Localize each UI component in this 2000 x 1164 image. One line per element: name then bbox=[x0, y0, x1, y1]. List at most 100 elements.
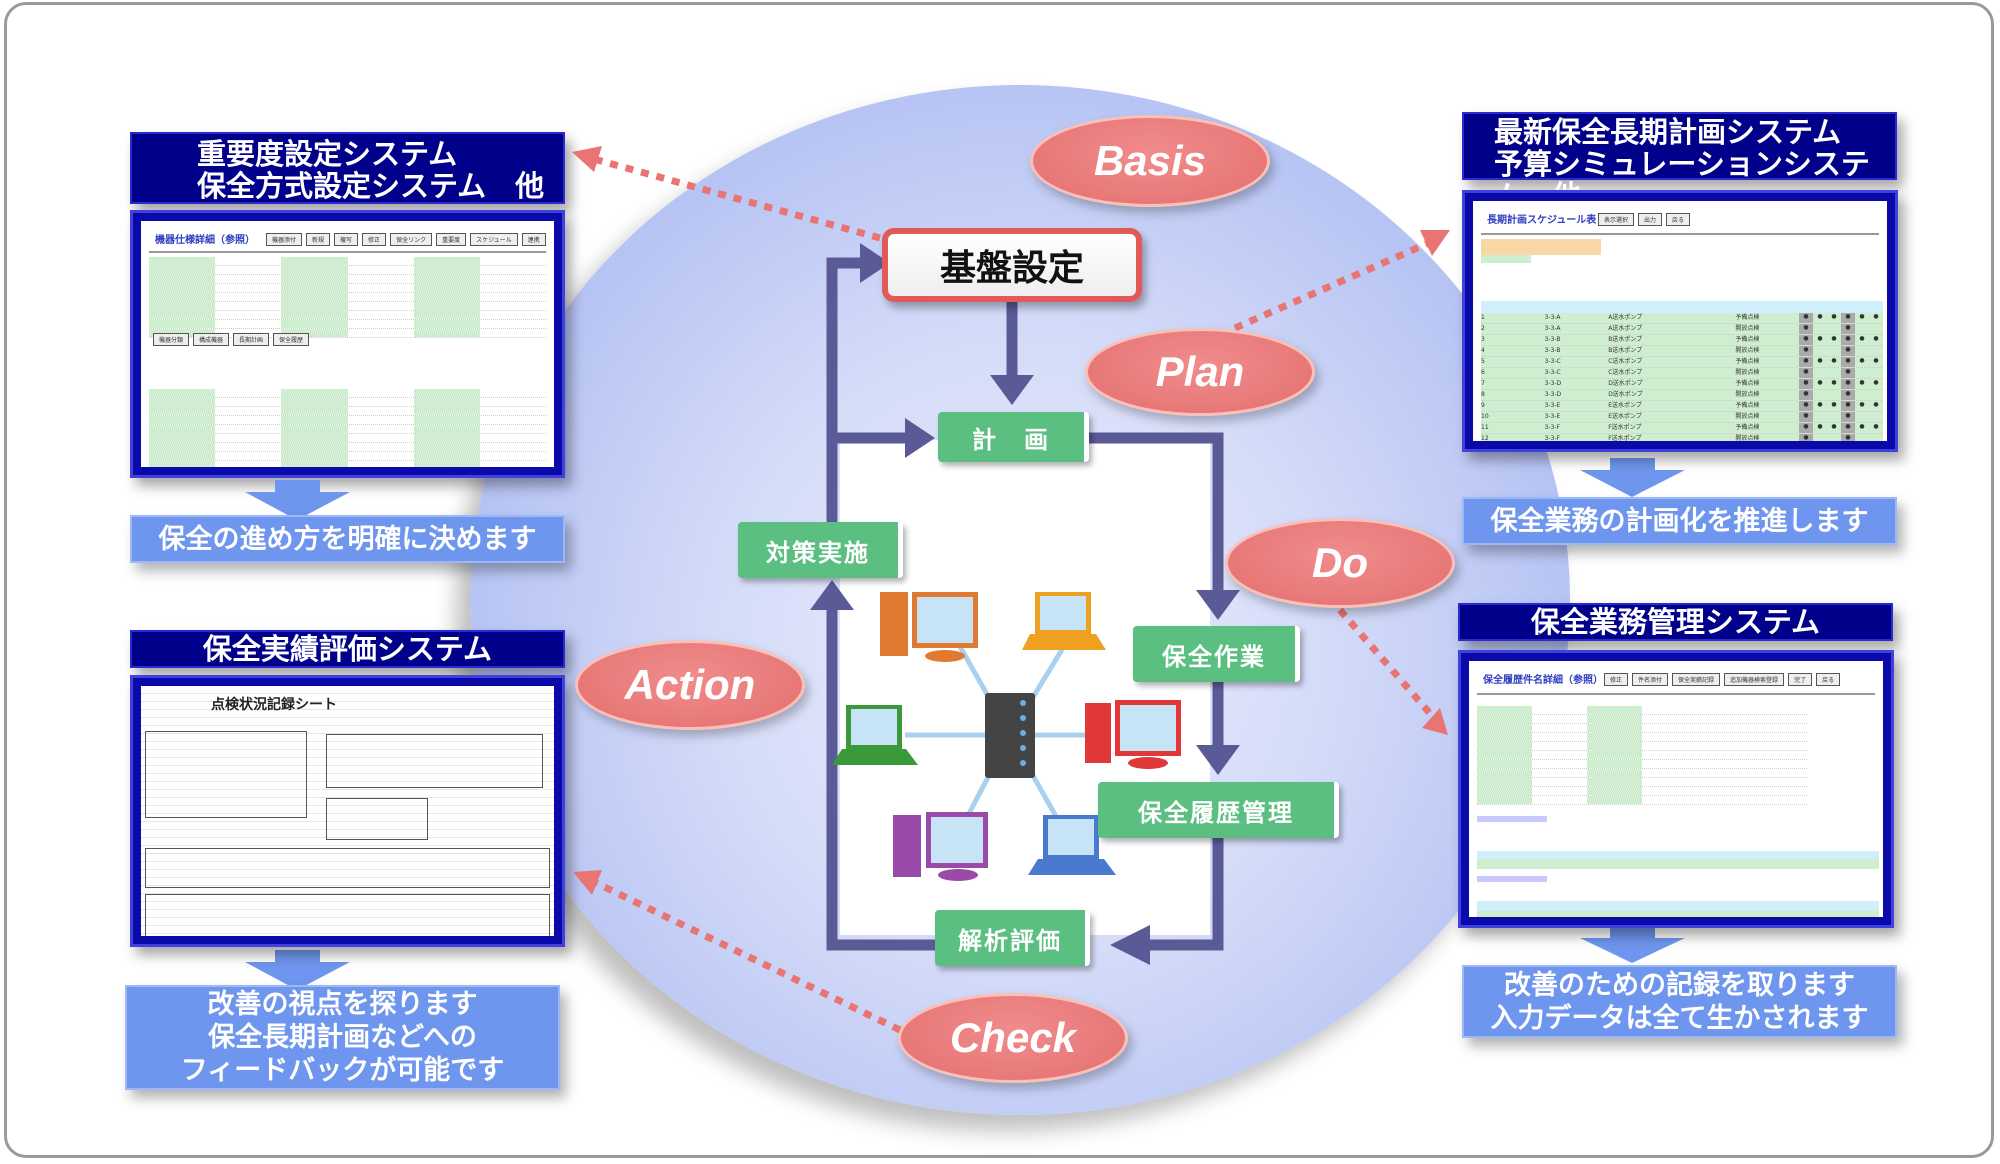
spec-grid bbox=[149, 257, 546, 338]
grid-row bbox=[1477, 706, 1807, 715]
screen-button[interactable]: 戻る bbox=[1816, 673, 1841, 686]
evaluation-notes bbox=[145, 848, 550, 888]
screen-tab[interactable]: 機器分類 bbox=[153, 333, 190, 346]
inspection-sheet-screenshot: 点検状況記録シート bbox=[130, 675, 565, 947]
phase-label: Do bbox=[1312, 539, 1368, 586]
desktop-pc-icon bbox=[893, 812, 988, 881]
analysis-to-measure-line bbox=[826, 600, 940, 951]
step-history-management: 保全履歴管理 bbox=[1098, 782, 1339, 838]
phase-basis: Basis bbox=[1030, 115, 1270, 207]
plan-connector bbox=[1233, 234, 1442, 332]
grid-row bbox=[1477, 751, 1807, 760]
title-line: 最新保全長期計画システム bbox=[1494, 115, 1842, 149]
sheet-title: 点検状況記録シート bbox=[211, 697, 337, 713]
grid-row bbox=[1477, 760, 1807, 769]
screen-title: 機器仕様詳細（参照） bbox=[155, 235, 255, 246]
desktop-pc-icon bbox=[1085, 700, 1181, 769]
grid-row bbox=[149, 302, 546, 311]
grid-row bbox=[149, 443, 546, 452]
grid-row bbox=[1477, 769, 1807, 778]
description-text: 入力データは全て生かされます bbox=[1490, 1002, 1869, 1034]
equipment-spec-screenshot: 機器仕様詳細（参照） 機器添付新規複写修正保全リンク重要度スケジュール連携 機器… bbox=[130, 210, 565, 478]
arrowhead-icon bbox=[573, 870, 602, 895]
arrowhead-icon bbox=[1420, 230, 1450, 256]
screen-tab[interactable]: 保全履歴 bbox=[273, 333, 310, 346]
history-grid bbox=[1477, 706, 1807, 805]
grid-row bbox=[149, 452, 546, 461]
grid-row bbox=[149, 416, 546, 425]
title-line: 保全方式設定システム 他 bbox=[197, 169, 545, 203]
arrowhead-icon bbox=[905, 418, 935, 458]
step-label: 対策実施 bbox=[766, 538, 870, 567]
description-text: フィードバックが可能です bbox=[180, 1055, 505, 1086]
screen-button[interactable]: 複写 bbox=[334, 233, 359, 246]
arrowhead-icon bbox=[572, 146, 602, 172]
step-label: 解析評価 bbox=[958, 926, 1062, 955]
arrowhead-icon bbox=[1196, 590, 1240, 620]
screen-button[interactable]: 表示選択 bbox=[1598, 213, 1635, 226]
right-top-description: 保全業務の計画化を推進します bbox=[1462, 497, 1897, 545]
check-connector bbox=[588, 876, 902, 1034]
do-connector bbox=[1337, 607, 1443, 728]
history-to-analysis-line bbox=[1140, 830, 1224, 951]
screen-tab[interactable]: 構成機器 bbox=[193, 333, 230, 346]
screen-button[interactable]: 件名添付 bbox=[1632, 673, 1669, 686]
step-label: 計 画 bbox=[972, 425, 1050, 454]
screen-tab[interactable]: 長期計画 bbox=[233, 333, 270, 346]
screen-button[interactable]: 修正 bbox=[1604, 673, 1629, 686]
laptop-icon bbox=[1028, 815, 1116, 875]
grid-row bbox=[149, 320, 546, 329]
screen-button[interactable]: スケジュール bbox=[470, 233, 518, 246]
screen-button[interactable]: 重要度 bbox=[436, 233, 467, 246]
screen-buttons: 機器添付新規複写修正保全リンク重要度スケジュール連携 bbox=[266, 233, 546, 246]
desktop-pc-icon bbox=[880, 592, 978, 662]
grid-row bbox=[1477, 742, 1807, 751]
step-analysis-evaluation: 解析評価 bbox=[935, 910, 1090, 966]
screen-title: 保全履歴件名詳細（参照） bbox=[1483, 675, 1603, 686]
screen-button[interactable]: 戻る bbox=[1666, 213, 1691, 226]
importance-system-title: 重要度設定システム 保全方式設定システム 他 bbox=[130, 132, 565, 204]
screen-title: 長期計画スケジュール表 bbox=[1487, 215, 1597, 226]
grid-row bbox=[149, 275, 546, 284]
screen-button[interactable]: 出力 bbox=[1638, 213, 1663, 226]
grid-row bbox=[149, 293, 546, 302]
screen-button[interactable]: 新規 bbox=[306, 233, 331, 246]
screen-tabs: 機器分類構成機器長期計画保全履歴 bbox=[153, 333, 310, 346]
phase-label: Basis bbox=[1093, 137, 1207, 184]
grid-row bbox=[149, 266, 546, 275]
importance-grid bbox=[149, 389, 546, 467]
screen-button[interactable]: 保全リンク bbox=[390, 233, 433, 246]
phase-plan: Plan bbox=[1085, 328, 1315, 416]
server-icon bbox=[985, 693, 1035, 778]
maintenance-history-screenshot: 保全履歴件名詳細（参照） 修正件名添付保全実績記録追加機器検索登録完了戻る bbox=[1458, 650, 1894, 928]
judgement-table bbox=[326, 734, 543, 788]
grid-row bbox=[149, 434, 546, 443]
arrowhead-icon bbox=[1196, 745, 1240, 775]
description-text: 保全の進め方を明確に決めます bbox=[158, 523, 537, 555]
screen-button[interactable]: 保全実績記録 bbox=[1672, 673, 1721, 686]
description-text: 保全長期計画などへの bbox=[208, 1022, 477, 1053]
grid-row bbox=[149, 461, 546, 467]
code-table bbox=[326, 798, 428, 840]
screen-button[interactable]: 追加機器検索登録 bbox=[1724, 673, 1785, 686]
arrowhead-icon bbox=[1422, 708, 1448, 735]
screen-button[interactable]: 連携 bbox=[521, 233, 546, 246]
screen-button[interactable]: 機器添付 bbox=[266, 233, 303, 246]
screen-button[interactable]: 完了 bbox=[1788, 673, 1813, 686]
sheet-info-table bbox=[145, 731, 307, 818]
screen-button[interactable]: 修正 bbox=[362, 233, 387, 246]
laptop-icon bbox=[832, 705, 918, 765]
arrowhead-icon bbox=[860, 243, 890, 283]
grid-row bbox=[149, 257, 546, 266]
step-maintenance-work: 保全作業 bbox=[1133, 626, 1300, 682]
plan-to-work-line bbox=[1085, 432, 1224, 605]
